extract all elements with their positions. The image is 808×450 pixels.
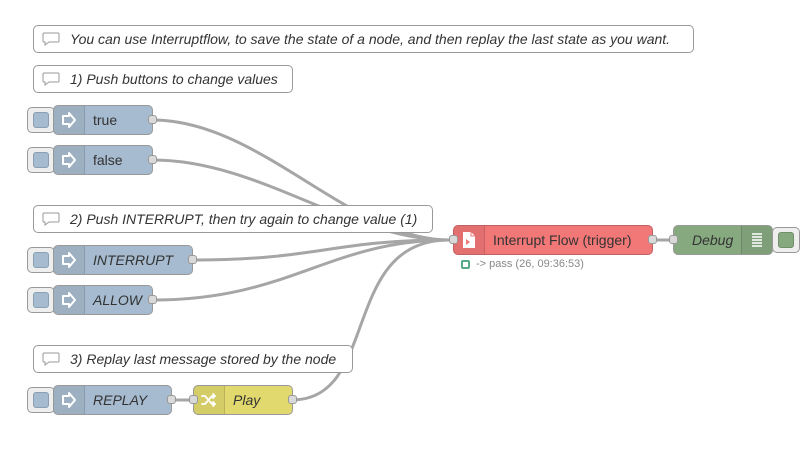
inject-trigger-square: [33, 152, 49, 168]
list-icon: [741, 226, 772, 254]
arrow-right-icon: [54, 146, 85, 174]
inject-node-label: true: [93, 112, 118, 128]
inject-trigger-square: [33, 392, 49, 408]
inject-node-label: false: [93, 152, 123, 168]
inject-node-label: INTERRUPT: [93, 252, 174, 268]
comment-step1-text: 1) Push buttons to change values: [70, 71, 278, 87]
trigger-node-status: -> pass (26, 09:36:53): [461, 258, 584, 270]
change-node-play[interactable]: Play: [193, 385, 293, 415]
debug-node-label: Debug: [692, 232, 734, 248]
speech-bubble-icon: [34, 66, 68, 92]
inject-node-interrupt[interactable]: INTERRUPT: [53, 245, 193, 275]
output-port[interactable]: [148, 155, 157, 164]
speech-bubble-icon: [34, 346, 68, 372]
output-port[interactable]: [148, 115, 157, 124]
inject-trigger-square: [33, 292, 49, 308]
wire-play-to-trigger[interactable]: [290, 238, 451, 402]
comment-step1[interactable]: 1) Push buttons to change values: [33, 65, 293, 93]
comment-step2[interactable]: 2) Push INTERRUPT, then try again to cha…: [33, 205, 433, 233]
shuffle-icon: [194, 386, 225, 414]
input-port[interactable]: [669, 235, 678, 244]
inject-interrupt-button[interactable]: [27, 247, 55, 273]
input-port[interactable]: [189, 395, 198, 404]
output-port[interactable]: [188, 255, 197, 264]
document-icon: [454, 226, 485, 254]
arrow-right-icon: [54, 106, 85, 134]
inject-false-button[interactable]: [27, 147, 55, 173]
output-port[interactable]: [148, 295, 157, 304]
arrow-right-icon: [54, 246, 85, 274]
wire-interrupt-to-trigger[interactable]: [191, 238, 451, 262]
comment-step3[interactable]: 3) Replay last message stored by the nod…: [33, 345, 353, 373]
inject-allow-button[interactable]: [27, 287, 55, 313]
inject-node-label: REPLAY: [93, 392, 148, 408]
inject-replay-button[interactable]: [27, 387, 55, 413]
inject-node-replay[interactable]: REPLAY: [53, 385, 172, 415]
comment-step2-text: 2) Push INTERRUPT, then try again to cha…: [70, 211, 418, 227]
change-node-label: Play: [233, 392, 261, 408]
status-ring-icon: [461, 259, 470, 269]
output-port[interactable]: [648, 235, 657, 244]
comment-step3-text: 3) Replay last message stored by the nod…: [70, 351, 337, 367]
trigger-node-interrupt-flow[interactable]: Interrupt Flow (trigger): [453, 225, 653, 255]
speech-bubble-icon: [34, 26, 68, 52]
inject-true-button[interactable]: [27, 107, 55, 133]
inject-node-allow[interactable]: ALLOW: [53, 285, 153, 315]
inject-node-label: ALLOW: [93, 292, 143, 308]
output-port[interactable]: [167, 395, 176, 404]
debug-toggle-button[interactable]: [772, 227, 800, 253]
arrow-right-icon: [54, 386, 85, 414]
speech-bubble-icon: [34, 206, 68, 232]
inject-trigger-square: [33, 112, 49, 128]
status-text: -> pass (26, 09:36:53): [476, 258, 584, 270]
debug-toggle-square: [778, 232, 794, 248]
trigger-node-label: Interrupt Flow (trigger): [493, 232, 632, 248]
inject-trigger-square: [33, 252, 49, 268]
input-port[interactable]: [449, 235, 458, 244]
inject-node-false[interactable]: false: [53, 145, 153, 175]
inject-node-true[interactable]: true: [53, 105, 153, 135]
debug-node[interactable]: Debug: [673, 225, 773, 255]
wire-allow-to-trigger[interactable]: [151, 238, 451, 302]
comment-intro-text: You can use Interruptflow, to save the s…: [70, 31, 671, 47]
comment-intro[interactable]: You can use Interruptflow, to save the s…: [33, 25, 694, 53]
output-port[interactable]: [288, 395, 297, 404]
arrow-right-icon: [54, 286, 85, 314]
